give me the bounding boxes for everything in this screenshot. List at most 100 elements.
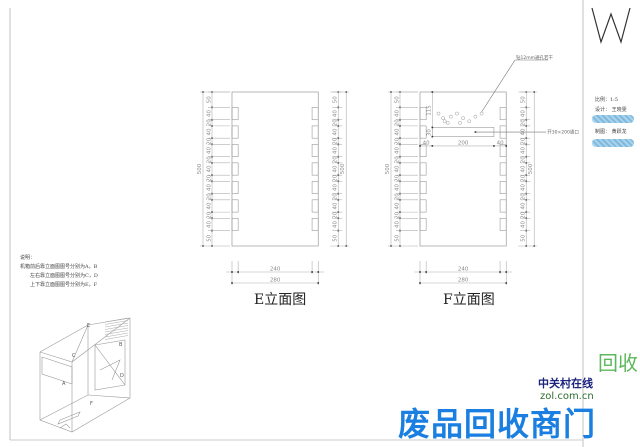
dim-text: 40 xyxy=(333,110,339,117)
signature-stamp xyxy=(592,115,634,123)
isometric-sketch-line xyxy=(71,317,131,363)
dim-text: 40 xyxy=(521,183,527,190)
dim-tick xyxy=(419,271,421,273)
dim-text: 20 xyxy=(333,156,339,163)
hole-note: 钻12mm通孔若干 xyxy=(516,54,553,61)
dim-text: 40 xyxy=(521,110,527,117)
slot xyxy=(311,144,319,157)
caption-e: E立面图 xyxy=(254,292,307,308)
dim-text: 40 xyxy=(207,165,213,172)
dim-text: 40 xyxy=(423,140,430,146)
vent-hole xyxy=(473,114,478,119)
notes-line: 机箱前后靠立面图图号分别为A，B xyxy=(20,264,98,270)
dim-text: 20 xyxy=(521,174,527,181)
dim-text: 20 xyxy=(395,174,401,181)
slot xyxy=(231,162,239,176)
watermark-brand: 中关村在线 xyxy=(538,377,593,390)
dim-tick xyxy=(419,282,421,284)
dim-text: 20 xyxy=(207,211,213,218)
dim-tick xyxy=(505,282,508,284)
vent-louver xyxy=(104,325,129,330)
vent-hole xyxy=(448,114,453,119)
dim-text: 20 xyxy=(395,137,401,144)
iso-label: B xyxy=(119,342,123,348)
dim-text: 20 xyxy=(207,193,213,200)
signature-stamp xyxy=(592,139,634,147)
dim-text: 20 xyxy=(395,119,401,126)
slot xyxy=(311,217,319,231)
dim-text: 40 xyxy=(521,220,527,227)
vent-hole xyxy=(436,111,441,116)
dim-text: 20 xyxy=(395,193,401,200)
dim-tick xyxy=(431,135,434,138)
dim-text: 240 xyxy=(458,267,469,273)
panel-outline xyxy=(419,91,507,247)
dim-text: 200 xyxy=(458,140,469,146)
dim-text: 40 xyxy=(207,202,213,209)
dim-text: 40 xyxy=(207,110,213,117)
slot xyxy=(499,162,507,176)
dim-text: 20 xyxy=(333,174,339,181)
slot xyxy=(231,144,239,157)
dim-text: 20 xyxy=(333,193,339,200)
dim-text: 20 xyxy=(521,156,527,163)
iso-label: D xyxy=(120,373,124,379)
dim-text: 40 xyxy=(521,147,527,154)
dim-text: 40 xyxy=(395,202,401,209)
vent-louver xyxy=(104,327,129,333)
dim-text: 50 xyxy=(521,234,527,241)
notes-title: 说明： xyxy=(20,255,36,261)
vent-louver xyxy=(104,322,129,328)
slot xyxy=(311,125,319,139)
caption-f: F立面图 xyxy=(443,292,495,308)
dim-text: 20 xyxy=(333,119,339,126)
dim-text: 50 xyxy=(521,96,527,103)
slot xyxy=(419,107,427,121)
slot xyxy=(231,107,239,121)
dim-text: 40 xyxy=(333,202,339,209)
dim-text: 40 xyxy=(207,128,213,135)
slot xyxy=(419,162,427,176)
isometric-sketch-line xyxy=(41,356,73,385)
dim-text: 20 xyxy=(395,211,401,218)
slot xyxy=(231,199,239,213)
dim-total: 500 xyxy=(340,163,346,174)
dim-text: 40 xyxy=(497,140,504,146)
slot xyxy=(499,199,507,213)
dim-tick xyxy=(431,126,434,129)
dim-text: 40 xyxy=(207,183,213,190)
isometric-sketch-line xyxy=(59,423,71,429)
dim-text: 20 xyxy=(521,211,527,218)
dim-text: 40 xyxy=(395,128,401,135)
iso-label: E xyxy=(87,323,90,329)
iso-label: C xyxy=(72,353,76,359)
dim-tick xyxy=(499,271,501,273)
slot xyxy=(311,162,319,176)
isometric-sketch-line xyxy=(99,359,121,381)
dim-tick xyxy=(431,145,434,147)
vent-louver xyxy=(104,332,129,338)
dim-text: 20 xyxy=(333,211,339,218)
drafter-label: 制图： 黄跃龙 xyxy=(595,129,627,135)
watermark-text: 废品回收商门 xyxy=(398,405,597,443)
designer-label: 设计： 王晓雯 xyxy=(595,107,627,113)
slot xyxy=(311,107,319,121)
dim-tick xyxy=(317,282,320,284)
dim-text: 20 xyxy=(521,193,527,200)
slot xyxy=(231,217,239,231)
dim-text: 40 xyxy=(333,128,339,135)
dim-tick xyxy=(431,91,434,93)
dim-text: 40 xyxy=(207,220,213,227)
panel-outline xyxy=(231,91,319,247)
dim-text: 40 xyxy=(395,110,401,117)
watermark-url: zol.com.cn xyxy=(540,391,594,402)
dim-text: 280 xyxy=(458,278,469,284)
slot xyxy=(419,199,427,213)
vent-louver xyxy=(104,330,129,335)
dim-text: 20 xyxy=(207,174,213,181)
vent-hole xyxy=(458,120,462,125)
iso-label: F xyxy=(90,401,93,407)
dim-text: 50 xyxy=(333,96,339,103)
scale-label: 比例：1:5 xyxy=(595,97,619,103)
